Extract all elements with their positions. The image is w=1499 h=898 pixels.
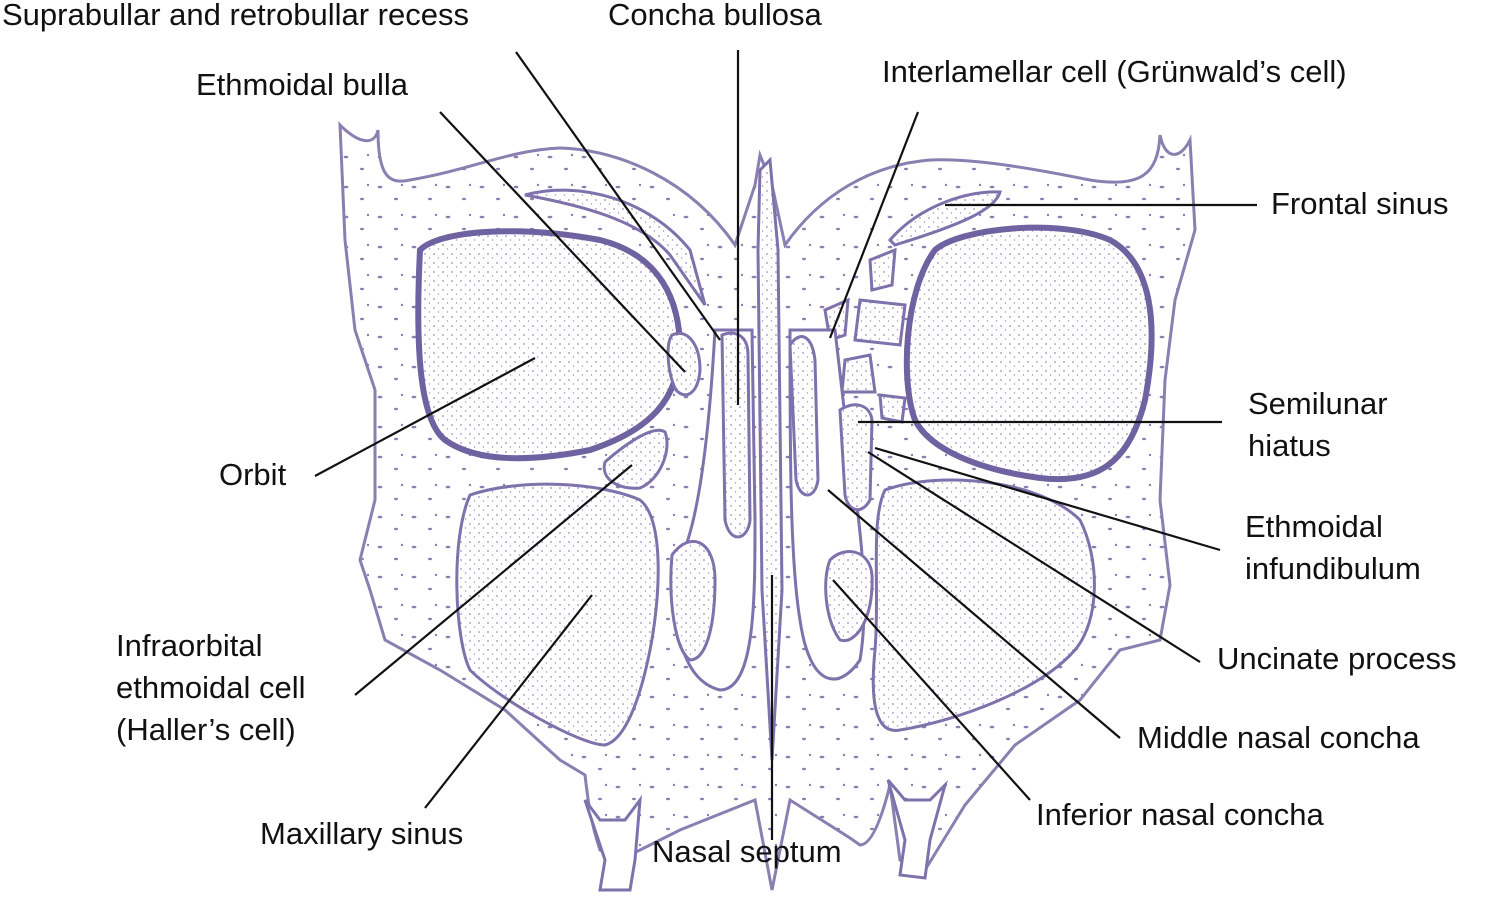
leader-ethmoidal-bulla (439, 111, 686, 373)
label-concha-bullosa: Concha bullosa (608, 0, 822, 32)
right-ethmoid-cell-3 (840, 353, 877, 394)
label-suprabullar-recess: Suprabullar and retrobullar recess (2, 0, 469, 32)
leader-inferior-concha (832, 579, 1031, 801)
left-maxillary-sinus-shape (455, 482, 660, 747)
concha-bullosa-shape (720, 331, 752, 539)
label-middle-nasal-concha: Middle nasal concha (1137, 720, 1420, 755)
right-ethmoid-cell-1 (868, 247, 897, 292)
label-orbit: Orbit (219, 457, 287, 492)
left-frontal-cell (524, 188, 707, 306)
left-bulla-cell (666, 331, 702, 397)
right-tooth (886, 779, 948, 880)
label-uncinate-process: Uncinate process (1217, 641, 1457, 676)
label-nasal-septum: Nasal septum (652, 834, 842, 869)
right-orbit-shape (903, 224, 1155, 483)
leader-middle-concha (827, 489, 1121, 739)
nasal-septum-shape (756, 156, 784, 761)
leader-orbit (314, 357, 536, 477)
left-orbit-shape (415, 228, 684, 462)
leader-suprabullar (515, 51, 721, 341)
right-middle-concha-shape (788, 335, 820, 497)
label-infraorbital-cell: Infraorbital ethmoidal cell (Haller’s ce… (116, 628, 306, 747)
label-inferior-nasal-concha: Inferior nasal concha (1036, 797, 1324, 832)
label-ethmoidal-bulla: Ethmoidal bulla (196, 67, 408, 102)
leader-lines (314, 50, 1257, 840)
right-uncinate-shape (838, 403, 874, 511)
label-ethmoidal-infundibulum: Ethmoidal infundibulum (1245, 509, 1421, 586)
leader-infundibulum (874, 446, 1221, 552)
label-interlamellar-cell: Interlamellar cell (Grünwald’s cell) (882, 54, 1347, 89)
leader-interlamellar (828, 111, 920, 339)
left-tooth (583, 794, 642, 892)
right-ethmoid-cell-2 (853, 298, 907, 347)
label-frontal-sinus: Frontal sinus (1271, 186, 1449, 221)
leader-haller (354, 464, 633, 696)
left-inferior-concha (669, 539, 717, 662)
leader-uncinate (867, 451, 1201, 663)
leader-maxillary (424, 594, 593, 809)
label-maxillary-sinus: Maxillary sinus (260, 816, 464, 851)
label-semilunar-hiatus: Semilunar hiatus (1248, 386, 1388, 463)
right-ethmoid-cell-4 (878, 393, 907, 424)
